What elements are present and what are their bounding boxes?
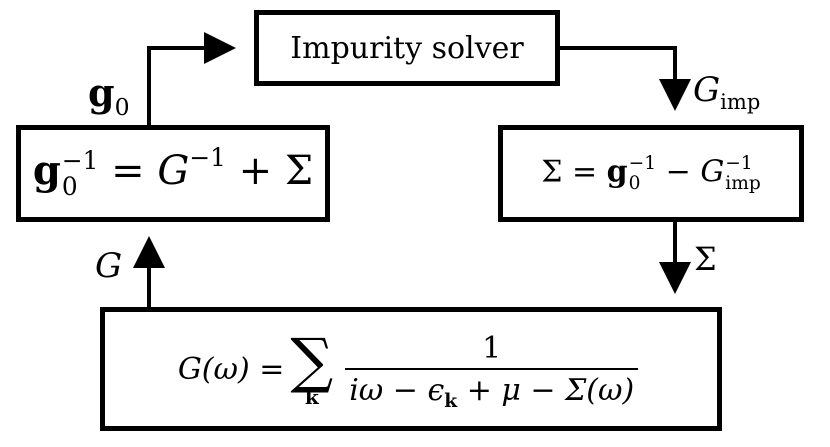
impurity-solver-box: Impurity solver	[254, 10, 560, 86]
arrow-label-g0: g0	[88, 70, 130, 121]
sum-operator: ∑ k	[290, 326, 334, 409]
fraction: 1 iω − ϵk + μ − Σ(ω)	[345, 331, 639, 410]
arrow-g0-to-solver	[147, 32, 236, 125]
arrow-label-sigma: Σ	[694, 240, 717, 278]
lattice-green-box: G(ω) = ∑ k 1 iω − ϵk + μ − Σ(ω)	[100, 307, 722, 431]
arrow-solver-to-sigma	[560, 46, 691, 111]
lattice-green-equation: G(ω) = ∑ k 1 iω − ϵk + μ − Σ(ω)	[178, 326, 644, 410]
denominator: iω − ϵk + μ − Σ(ω)	[345, 367, 639, 410]
impurity-solver-label: Impurity solver	[290, 30, 524, 66]
arrow-label-g: G	[95, 246, 123, 286]
arrow-label-g-imp: Gimp	[693, 70, 761, 114]
